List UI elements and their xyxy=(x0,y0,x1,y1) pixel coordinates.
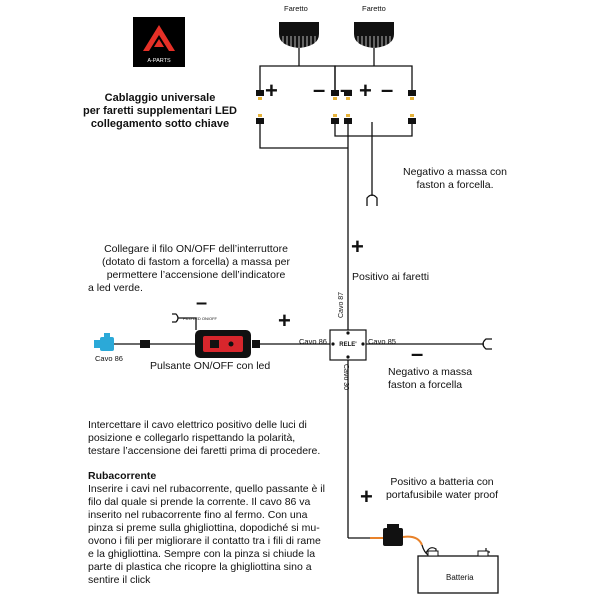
rubacorrente-connector-icon xyxy=(94,333,114,351)
title-line-1: Cablaggio universale xyxy=(104,92,216,104)
rubacorrente-line: sentire il click xyxy=(88,574,151,586)
logo-mark-icon: A-PARTS xyxy=(143,25,175,64)
note-battery-line1: Positivo a batteria con xyxy=(390,476,494,488)
label-cavo-85: Cavo 85 xyxy=(368,337,396,346)
rubacorrente-line: inserito nel rubacorrente fino al fermo.… xyxy=(88,509,308,521)
title-line-3: collegamento sotto chiave xyxy=(90,118,230,130)
fuse-wire xyxy=(370,535,423,546)
note-switch-line1: Collegare il filo ON/OFF dell’interrutto… xyxy=(104,243,288,255)
fork-connector-top-icon xyxy=(366,188,378,206)
rubacorrente-line: Inserire i cavi nel rubacorrente, quello… xyxy=(88,483,325,495)
rubacorrente-line: parte di plastica che ricopre la ghiglio… xyxy=(88,561,312,573)
rubacorrente-line: ovono i fili per migliorare il contatto … xyxy=(88,535,321,547)
faretto-right-label: Faretto xyxy=(362,4,386,13)
lamp-right-minus-2: – xyxy=(381,77,394,102)
faretto-left-lamp xyxy=(279,22,319,48)
rubacorrente-heading: Rubacorrente xyxy=(88,470,157,482)
note-intercept: Intercettare il cavo elettrico positivo … xyxy=(88,419,328,458)
note-negativo-top-line1: Negativo a massa con xyxy=(403,166,507,178)
lamp-left-plus: + xyxy=(265,78,278,103)
brand-logo: A-PARTS xyxy=(133,17,185,67)
label-cavo-30: Cavo 30 xyxy=(342,364,349,390)
note-switch-instructions: Collegare il filo ON/OFF dell’interrutto… xyxy=(84,243,308,295)
label-relay: RELE' xyxy=(339,342,357,348)
rubacorrente-line: pinza si preme sulla ghigliottina, dopod… xyxy=(88,522,320,534)
fuse-holder xyxy=(383,524,403,546)
faretto-right-lamp xyxy=(354,22,394,48)
label-switch-tag: FILO LED ON/OFF xyxy=(183,316,218,321)
positive-faretti-plus: + xyxy=(351,234,364,259)
faretto-left-label: Faretto xyxy=(284,4,308,13)
note-battery-positive: Positivo a batteria con portafusibile wa… xyxy=(374,476,510,502)
note-negativo-top-line2: faston a forcella. xyxy=(416,179,494,191)
note-switch-line3: permettere l’accensione dell’indicatore xyxy=(106,269,286,281)
note-positivo-faretti: Positivo ai faretti xyxy=(352,271,430,283)
inline-plug-right xyxy=(252,340,260,348)
note-switch-line2: (dotato di fastom a forcella) a massa pe… xyxy=(102,256,290,268)
battery-icon xyxy=(417,550,499,594)
cavo-86-plus: + xyxy=(278,308,291,333)
note-intercept-line2: posizione e collegarlo rispettando la po… xyxy=(88,432,296,444)
relay-box xyxy=(329,329,367,361)
inline-plug-left xyxy=(140,340,150,348)
note-negativo-right-line2: faston a forcella xyxy=(388,379,463,391)
lamp-right-plus: + xyxy=(359,78,372,103)
battery-label: Batteria xyxy=(446,573,474,582)
ground-right-minus: – xyxy=(411,341,424,366)
switch-ground-minus: – xyxy=(196,292,208,314)
note-negativo-right-line1: Negativo a massa xyxy=(388,366,473,378)
note-intercept-line1: Intercettare il cavo elettrico positivo … xyxy=(88,419,307,431)
switch-on-off[interactable] xyxy=(195,330,251,358)
lamp-left-minus: – xyxy=(313,77,326,102)
title-line-2: per faretti supplementari LED xyxy=(82,105,238,117)
label-cavo-86-relay: Cavo 86 xyxy=(299,337,327,346)
rubacorrente-line: e la ghigliottina. Sempre con la pinza s… xyxy=(88,548,316,560)
note-switch-line4: a led verde. xyxy=(88,282,143,294)
fork-connector-right-icon xyxy=(478,338,492,350)
label-cavo-87: Cavo 87 xyxy=(338,292,345,318)
label-cavo-86-left: Cavo 86 xyxy=(95,354,123,363)
label-pulsante: Pulsante ON/OFF con led xyxy=(150,360,271,372)
note-negativo-top: Negativo a massa con faston a forcella. xyxy=(400,166,510,192)
note-negativo-right: Negativo a massa faston a forcella xyxy=(388,366,472,392)
rubacorrente-section: Rubacorrente Inserire i cavi nel rubacor… xyxy=(88,470,328,587)
rubacorrente-line: filo dal quale si prende la corrente. Il… xyxy=(88,496,311,508)
note-battery-line2: portafusibile water proof xyxy=(385,489,499,501)
lamp-right-minus: – xyxy=(340,77,353,102)
fork-connector-switch-icon xyxy=(172,313,182,323)
diagram-title: Cablaggio universale per faretti supplem… xyxy=(70,92,250,131)
battery-terminal-clip-icon xyxy=(425,547,437,556)
connector-plugs xyxy=(256,90,416,124)
note-intercept-line3: testare l’accensione dei faretti prima d… xyxy=(88,445,321,457)
battery-plus: + xyxy=(360,484,373,509)
logo-text: A-PARTS xyxy=(147,58,171,64)
